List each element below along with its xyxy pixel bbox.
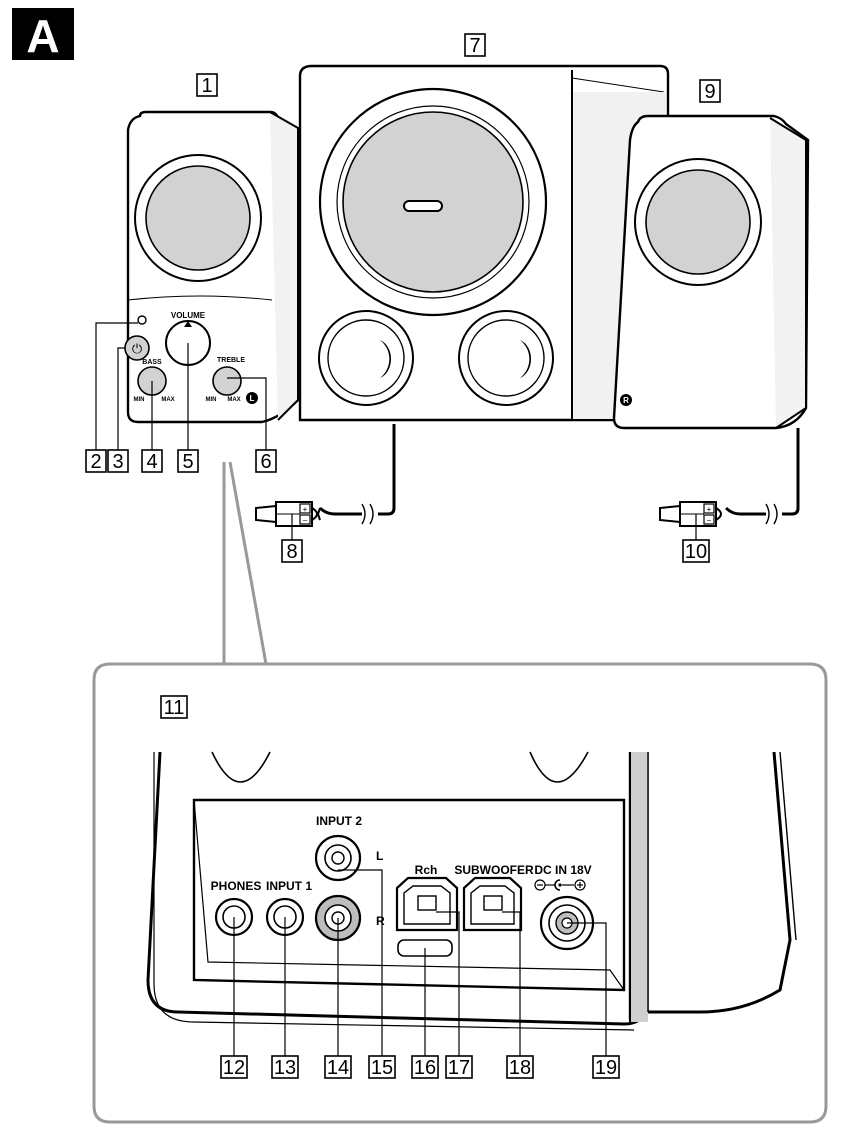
- left-channel-mark: [246, 392, 258, 404]
- callout-17: 17: [448, 1057, 470, 1079]
- callout-2: 2: [90, 451, 101, 473]
- phones-label: PHONES: [211, 879, 262, 893]
- bass-max-label: MAX: [161, 397, 174, 403]
- svg-text:+: +: [707, 505, 712, 514]
- callout-10: 10: [685, 541, 707, 563]
- callout-12: 12: [223, 1057, 245, 1079]
- polarity-icon: [534, 879, 586, 891]
- right-driver-cone: [645, 169, 751, 275]
- svg-text:L: L: [250, 394, 255, 403]
- input1-label: INPUT 1: [266, 879, 312, 893]
- callout-7: 7: [469, 35, 480, 57]
- right-channel-mark: [620, 394, 632, 406]
- callout-11: 11: [164, 697, 185, 719]
- bass-label: BASS: [142, 359, 162, 366]
- callout-14: 14: [327, 1057, 349, 1079]
- callout-13: 13: [274, 1057, 296, 1079]
- section-letter-box: [12, 8, 74, 60]
- input2-l-label: L: [376, 849, 383, 863]
- sub-to-left-cable: [316, 424, 396, 525]
- treble-max-label: MAX: [227, 397, 240, 403]
- callout-1: 1: [201, 75, 212, 97]
- treble-label: TREBLE: [217, 357, 245, 364]
- callout-6: 6: [260, 451, 271, 473]
- callout-5: 5: [182, 451, 193, 473]
- left-driver-cone: [145, 165, 251, 271]
- callout-15: 15: [371, 1057, 393, 1079]
- volume-label: VOLUME: [171, 311, 206, 320]
- bass-min-label: MIN: [134, 397, 145, 403]
- subwoofer: [298, 64, 670, 422]
- svg-text:+: +: [303, 505, 308, 514]
- callout-9: 9: [704, 81, 715, 103]
- subwoofer-label: SUBWOOFER: [454, 863, 534, 877]
- zoom-line-right: [228, 461, 268, 665]
- rear-panel: INPUT 2 L R Rch SUBWOOFER DC IN 18V PHON…: [146, 751, 797, 1031]
- dc-in-label: DC IN 18V: [534, 863, 591, 877]
- svg-text:R: R: [623, 396, 629, 405]
- leader-lines: [95, 322, 697, 1056]
- power-indicator: [137, 315, 147, 325]
- right-speaker-cable: [724, 428, 800, 525]
- callout-16: 16: [414, 1057, 436, 1079]
- callout-4: 4: [146, 451, 157, 473]
- input2-r-label: R: [376, 914, 385, 928]
- callout-18: 18: [509, 1057, 531, 1079]
- callout-3: 3: [112, 451, 123, 473]
- rch-label: Rch: [415, 863, 438, 877]
- svg-text:−: −: [303, 516, 308, 525]
- left-speaker-plug: + −: [255, 501, 318, 527]
- left-speaker: ⏻ VOLUME BASS TREBLE MIN MAX MIN MAX L: [124, 110, 300, 424]
- section-letter: A: [26, 10, 59, 62]
- input2-label: INPUT 2: [316, 814, 362, 828]
- callout-8: 8: [286, 541, 297, 563]
- sub-logo-badge: [403, 200, 443, 212]
- svg-text:−: −: [707, 516, 712, 525]
- power-icon: ⏻: [132, 342, 142, 357]
- treble-min-label: MIN: [206, 397, 217, 403]
- right-speaker: R: [612, 114, 810, 430]
- right-speaker-plug: + −: [659, 501, 722, 527]
- treble-knob[interactable]: [212, 366, 242, 396]
- callout-19: 19: [595, 1057, 617, 1079]
